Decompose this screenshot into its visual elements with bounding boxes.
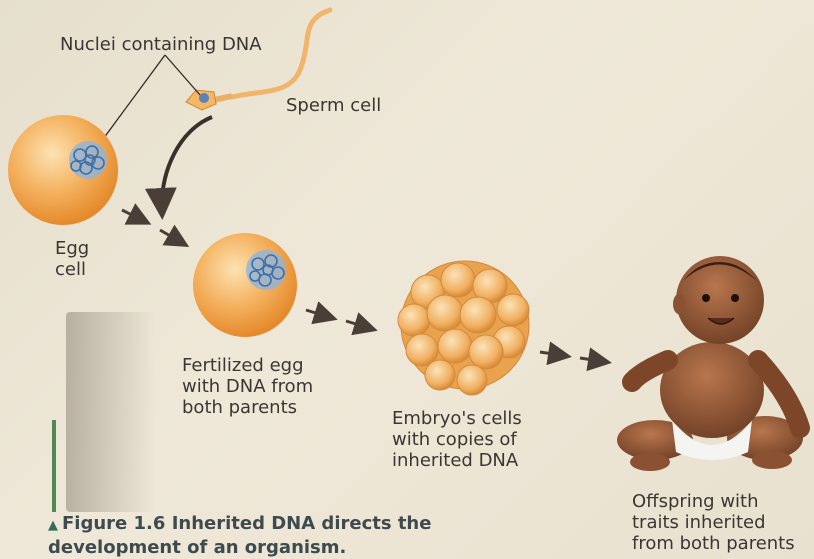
offspring-baby [617, 256, 803, 471]
label-fertilized-egg: Fertilized egg with DNA from both parent… [182, 355, 313, 418]
egg-nucleus [69, 141, 107, 179]
arrow-egg-to-fertilized [122, 210, 184, 244]
label-nuclei: Nuclei containing DNA [60, 34, 262, 55]
page-shadow [66, 312, 156, 512]
label-sperm-cell: Sperm cell [286, 95, 381, 116]
arrow-fertilized-to-embryo [306, 310, 372, 329]
figure-caption: ▲Figure 1.6 Inherited DNA directs the de… [48, 513, 518, 559]
label-egg-cell: Egg cell [55, 238, 89, 280]
fertilized-egg [193, 233, 297, 337]
egg-cell [8, 115, 118, 225]
label-offspring: Offspring with traits inherited from bot… [632, 491, 795, 554]
fertilized-nucleus [246, 250, 286, 290]
embryo-cells [398, 261, 529, 395]
caption-marker-icon: ▲ [48, 518, 58, 533]
fertilization-arrow [162, 117, 212, 212]
arrow-embryo-to-offspring [540, 352, 606, 362]
caption-number: Figure 1.6 [62, 513, 165, 534]
figure-accent-bar [52, 420, 56, 512]
label-embryo: Embryo's cells with copies of inherited … [392, 408, 522, 471]
